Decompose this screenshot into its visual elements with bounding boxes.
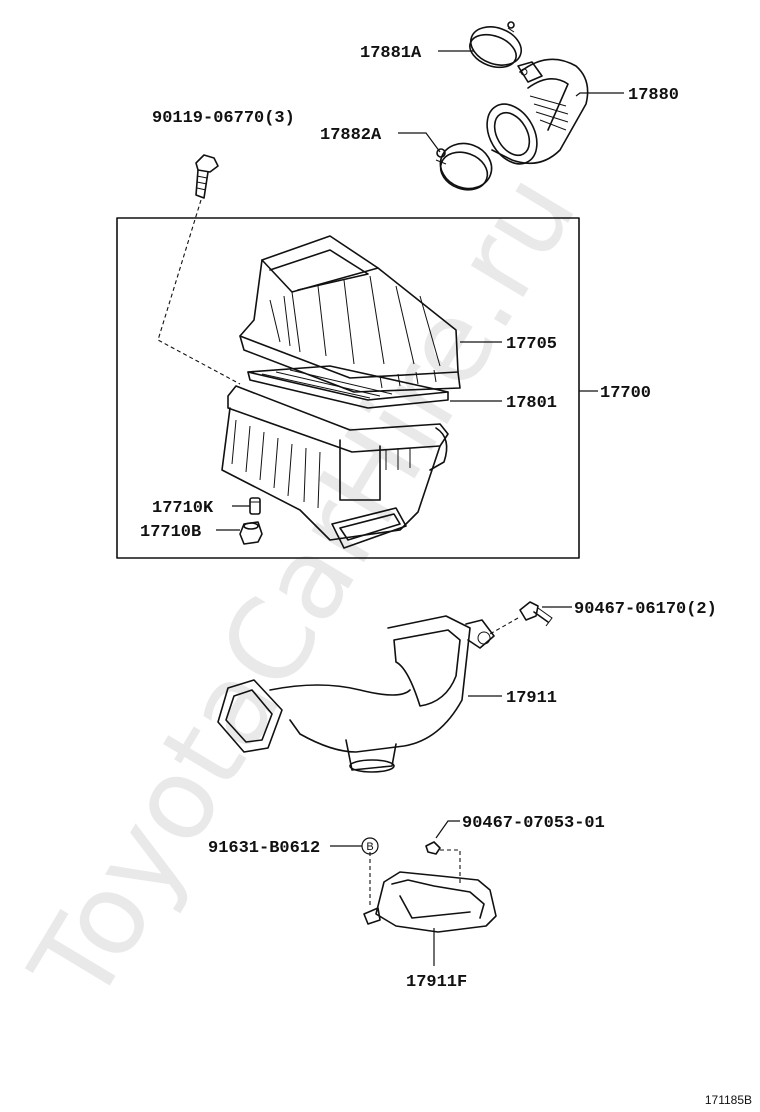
air-filter-element bbox=[247, 365, 449, 409]
clip-90467-06170 bbox=[519, 601, 553, 627]
callout-17881a: 17881A bbox=[360, 44, 422, 63]
callout-17801: 17801 bbox=[506, 394, 557, 413]
callout-17705: 17705 bbox=[506, 335, 557, 354]
duct-dashed-line bbox=[440, 849, 461, 886]
clip-dashed-line bbox=[489, 617, 519, 635]
leader-lines bbox=[216, 50, 624, 966]
hose-clamp-top bbox=[469, 21, 522, 69]
clip-90467-07053 bbox=[425, 841, 441, 855]
part-17710k-grommet bbox=[249, 497, 261, 515]
callout-90119-06770: 90119-06770(3) bbox=[152, 109, 295, 128]
air-cleaner-cap bbox=[239, 235, 461, 393]
reference-marker-letter: B bbox=[366, 841, 373, 853]
bolt bbox=[195, 154, 219, 199]
callout-17710b: 17710B bbox=[140, 523, 201, 542]
part-17710b-cushion bbox=[239, 521, 263, 545]
air-cleaner-case bbox=[221, 385, 449, 549]
callout-17710k: 17710K bbox=[152, 499, 214, 518]
bolt-dashed-line bbox=[157, 199, 241, 385]
callout-90467-06170: 90467-06170(2) bbox=[574, 600, 717, 619]
hose-clamp-bottom bbox=[435, 142, 493, 191]
callout-17700: 17700 bbox=[600, 384, 651, 403]
callout-17911f: 17911F bbox=[406, 973, 467, 992]
air-cleaner-inlet bbox=[217, 615, 495, 773]
watermark: ToyotaCarHire.ru bbox=[6, 152, 601, 1024]
air-duct bbox=[363, 871, 497, 933]
reference-marker-circle bbox=[361, 837, 379, 855]
assembly-frame bbox=[116, 217, 580, 559]
air-intake-hose bbox=[486, 58, 589, 165]
callout-17911: 17911 bbox=[506, 689, 557, 708]
callout-90467-07053-01: 90467-07053-01 bbox=[462, 814, 605, 833]
callout-17880: 17880 bbox=[628, 86, 679, 105]
callout-17882a: 17882A bbox=[320, 126, 382, 145]
callout-91631-b0612: 91631-B0612 bbox=[208, 839, 320, 858]
figure-code: 171185B bbox=[705, 1093, 752, 1107]
